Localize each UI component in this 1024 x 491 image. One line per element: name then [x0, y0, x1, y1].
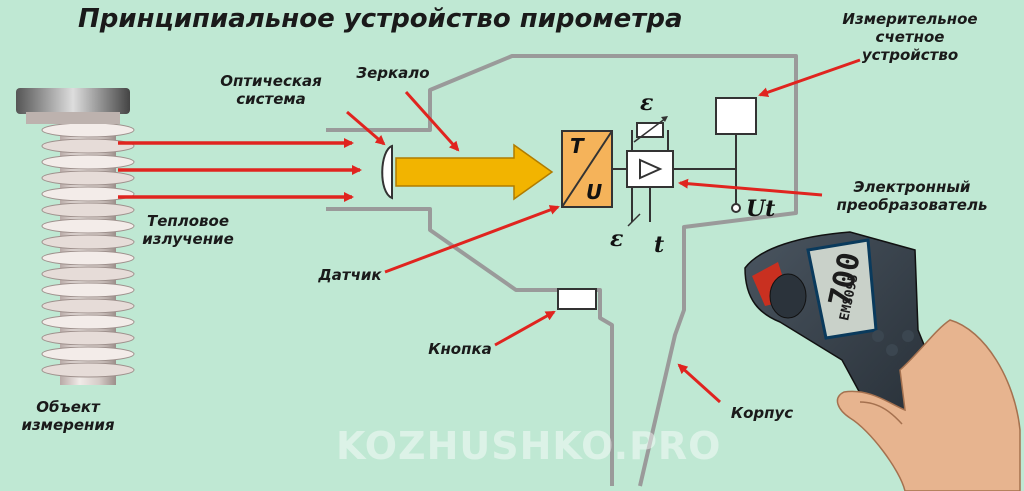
label-mirror: Зеркало — [356, 64, 430, 82]
label-optical-system: Оптическая система — [220, 72, 322, 108]
insulator-fin — [41, 122, 135, 138]
symbol-epsilon-bottom: ε — [610, 226, 624, 252]
insulator-fin — [41, 266, 135, 282]
insulator-fin — [41, 186, 135, 202]
insulator-fin — [41, 154, 135, 170]
amplifier-block — [626, 116, 674, 227]
sensor-label-u: U — [586, 180, 603, 204]
insulator-fin — [41, 202, 135, 218]
label-thermal-radiation: Тепловое излучение — [142, 212, 234, 248]
insulator-fin — [41, 346, 135, 362]
sensor-label-t: T — [570, 134, 584, 158]
symbol-ut: Ut — [746, 196, 776, 222]
sensor-block — [561, 130, 613, 208]
label-measuring-counter: Измерительное счетное устройство — [842, 10, 978, 64]
insulator-fin — [41, 282, 135, 298]
counter-block — [715, 97, 757, 135]
insulator-fin — [41, 314, 135, 330]
label-sensor: Датчик — [318, 266, 382, 284]
watermark: KOZHUSHKO.PRO — [336, 424, 722, 468]
page-title: Принципиальное устройство пирометра — [78, 4, 683, 34]
beam-arrow — [395, 143, 554, 201]
pointer-arrows — [346, 58, 861, 404]
insulator-fin — [41, 218, 135, 234]
symbol-t: t — [654, 232, 665, 258]
symbol-epsilon-top: ε — [640, 90, 654, 116]
insulator-fin — [41, 298, 135, 314]
insulator-fin — [41, 362, 135, 378]
label-object: Объект измерения — [21, 398, 115, 434]
insulator-fin — [41, 170, 135, 186]
insulator-fin — [41, 250, 135, 266]
insulator-object — [16, 88, 135, 385]
pyrometer-device-illustration — [744, 231, 1021, 491]
label-button: Кнопка — [428, 340, 492, 358]
insulator-fin — [41, 234, 135, 250]
lens-icon — [381, 144, 393, 200]
trigger-button — [557, 288, 597, 310]
wiring — [612, 134, 737, 204]
radiation-arrows — [118, 138, 362, 202]
insulator-fin — [41, 138, 135, 154]
label-housing: Корпус — [730, 404, 794, 422]
label-electronic-converter: Электронный преобразователь — [836, 178, 988, 214]
insulator-fin — [41, 330, 135, 346]
ut-terminal — [731, 203, 741, 213]
